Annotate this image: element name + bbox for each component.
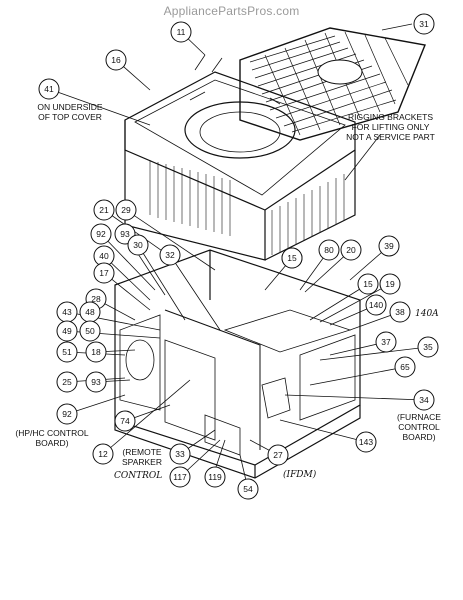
- part-number-label: 11: [177, 27, 186, 37]
- part-number-label: 19: [385, 279, 395, 289]
- part-callout-49: 49: [56, 320, 78, 342]
- note-ifdm-handwritten: (IFDM): [283, 470, 317, 480]
- part-number-label: 92: [62, 409, 72, 419]
- part-number-label: 48: [85, 307, 95, 317]
- part-callout-40: 40: [93, 245, 115, 267]
- part-callout-80: 80: [318, 239, 340, 261]
- part-number-label: 16: [111, 55, 121, 65]
- note-remote-sparker: (REMOTE SPARKER: [122, 447, 162, 467]
- note-140a-handwritten: 140A: [415, 309, 439, 319]
- part-number-label: 49: [62, 326, 72, 336]
- lower-cabinet-drawing: [114, 249, 361, 479]
- part-callout-29: 29: [115, 199, 137, 221]
- part-number-label: 12: [98, 449, 108, 459]
- part-number-label: 74: [120, 416, 130, 426]
- part-number-label: 34: [419, 395, 429, 405]
- part-number-label: 119: [208, 472, 222, 482]
- part-number-label: 93: [120, 229, 130, 239]
- part-number-label: 20: [346, 245, 356, 255]
- part-callout-51: 51: [56, 341, 78, 363]
- part-callout-65: 65: [394, 356, 416, 378]
- part-number-label: 54: [243, 484, 253, 494]
- part-number-label: 41: [44, 84, 54, 94]
- part-callout-41: 41: [38, 78, 60, 100]
- part-callout-27: 27: [267, 444, 289, 466]
- part-callout-19: 19: [379, 273, 401, 295]
- part-callout-34: 34: [413, 389, 435, 411]
- part-number-label: 143: [359, 437, 373, 447]
- part-callout-33: 33: [169, 443, 191, 465]
- part-number-label: 18: [91, 347, 101, 357]
- part-callout-140: 140: [365, 294, 387, 316]
- part-callout-48: 48: [79, 301, 101, 323]
- part-number-label: 15: [363, 279, 373, 289]
- note-top-cover: ON UNDERSIDE OF TOP COVER: [37, 102, 103, 122]
- part-callout-143: 143: [355, 431, 377, 453]
- watermark: AppliancePartsPros.com: [163, 4, 300, 18]
- part-callout-54: 54: [237, 478, 259, 500]
- part-number-label: 15: [287, 253, 297, 263]
- part-callout-39: 39: [378, 235, 400, 257]
- part-callout-18: 18: [85, 341, 107, 363]
- part-number-label: 50: [85, 326, 95, 336]
- note-rigging-brackets: RIGGING BRACKETS FOR LIFTING ONLY NOT A …: [346, 112, 435, 142]
- note-hp-hc-control-board: (HP/HC CONTROL BOARD): [15, 428, 89, 448]
- part-number-label: 35: [423, 342, 433, 352]
- top-grille-drawing: [239, 27, 426, 141]
- part-number-label: 51: [62, 347, 72, 357]
- part-callout-50: 50: [79, 320, 101, 342]
- part-number-label: 38: [395, 307, 405, 317]
- part-number-label: 33: [175, 449, 185, 459]
- part-number-label: 140: [369, 300, 383, 310]
- part-callout-74: 74: [114, 410, 136, 432]
- part-callout-38: 38: [389, 301, 411, 323]
- part-callout-37: 37: [375, 331, 397, 353]
- part-callout-16: 16: [105, 49, 127, 71]
- part-number-label: 27: [273, 450, 283, 460]
- part-number-label: 28: [91, 294, 101, 304]
- note-control-handwritten: CONTROL: [114, 471, 163, 481]
- part-callout-17: 17: [93, 262, 115, 284]
- part-number-label: 65: [400, 362, 410, 372]
- part-callout-43: 43: [56, 301, 78, 323]
- part-callout-20: 20: [340, 239, 362, 261]
- part-callout-31: 31: [413, 13, 435, 35]
- part-callout-119: 119: [204, 466, 226, 488]
- part-callout-30: 30: [127, 234, 149, 256]
- part-number-label: 30: [133, 240, 143, 250]
- part-number-label: 31: [419, 19, 429, 29]
- part-callout-92: 92: [56, 403, 78, 425]
- part-callout-12: 12: [92, 443, 114, 465]
- part-number-label: 17: [99, 268, 109, 278]
- part-number-label: 39: [384, 241, 394, 251]
- top-cover-drawing: [124, 54, 356, 261]
- part-callout-21: 21: [93, 199, 115, 221]
- upper-coil-louvers: [149, 160, 345, 255]
- part-callout-11: 11: [170, 21, 192, 43]
- part-number-label: 40: [99, 251, 109, 261]
- part-number-label: 80: [324, 245, 334, 255]
- part-callout-15: 15: [281, 247, 303, 269]
- part-number-label: 93: [91, 377, 101, 387]
- note-furnace-control-board: (FURNACE CONTROL BOARD): [397, 412, 441, 442]
- part-number-label: 117: [173, 472, 187, 482]
- part-callout-93: 93: [85, 371, 107, 393]
- part-callout-35: 35: [417, 336, 439, 358]
- part-callout-117: 117: [169, 466, 191, 488]
- part-number-label: 25: [62, 377, 72, 387]
- part-callout-25: 25: [56, 371, 78, 393]
- part-number-label: 43: [62, 307, 72, 317]
- part-number-label: 92: [96, 229, 106, 239]
- part-callout-15: 15: [357, 273, 379, 295]
- part-callout-32: 32: [159, 244, 181, 266]
- part-number-label: 32: [165, 250, 175, 260]
- part-number-label: 29: [121, 205, 131, 215]
- part-number-label: 21: [99, 205, 109, 215]
- part-callout-92: 92: [90, 223, 112, 245]
- part-number-label: 37: [381, 337, 391, 347]
